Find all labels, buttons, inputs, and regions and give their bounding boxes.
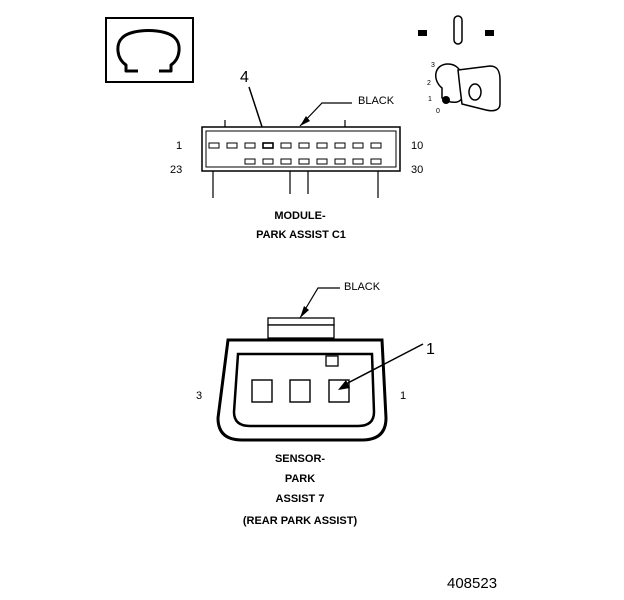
ignition-key-icon: 3 2 1 0 [418,15,501,115]
ignition-position-3: 3 [431,62,435,69]
ohmmeter-icon [105,17,194,83]
sensor-caption-line3: ASSIST 7 [276,493,325,505]
module-caption-line2: PARK ASSIST C1 [256,229,346,241]
module-pin-row-bottom [244,158,382,165]
module-pin-label-10: 10 [411,140,423,152]
module-connector-c1: BLACK 4 [170,69,423,241]
sensor-pin-label-3: 3 [196,390,202,402]
sensor-pin-label-1: 1 [400,390,406,402]
ignition-position-1: 1 [428,96,432,103]
sensor-caption-line1: SENSOR- [275,453,325,465]
module-pin-label-23: 23 [170,164,182,176]
module-pin-row-top [208,142,382,149]
figure-number: 408523 [447,575,497,592]
module-caption-line1: MODULE- [274,210,326,222]
module-pin-label-30: 30 [411,164,423,176]
sensor-caption-line2: PARK [285,473,315,485]
sensor-connector-park-assist-7: BLACK 1 3 1 SENSOR- PARK ASSIST 7 (REAR … [196,281,435,527]
module-color-label: BLACK [358,95,395,107]
sensor-caption-line4: (REAR PARK ASSIST) [243,515,358,527]
module-pin-label-1: 1 [176,140,182,152]
sensor-callout-1: 1 [426,341,435,358]
sensor-color-label: BLACK [344,281,381,293]
ignition-position-2: 2 [427,80,431,87]
ignition-position-0: 0 [436,108,440,115]
module-callout-4: 4 [240,69,249,86]
